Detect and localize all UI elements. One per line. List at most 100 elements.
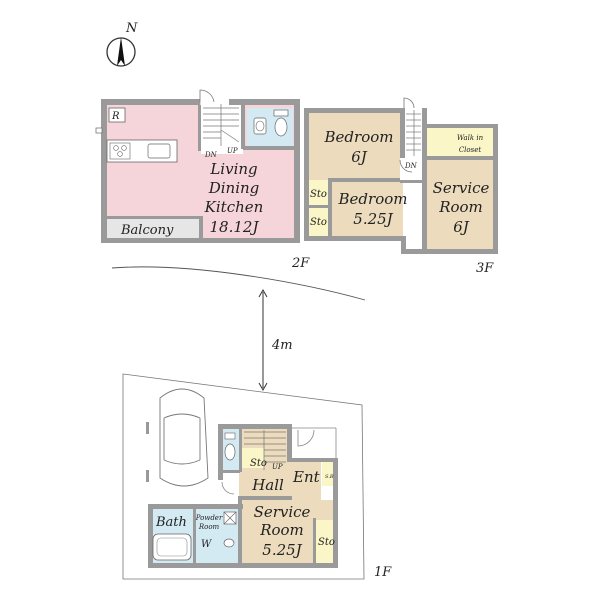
stair-1f: [244, 430, 286, 470]
refrigerator-icon: [108, 107, 126, 123]
walk-in-closet-line2: Closet: [459, 146, 482, 154]
wall: [400, 108, 405, 158]
toilet-1f-label: W: [201, 539, 212, 550]
arrow-up-icon: [258, 288, 268, 298]
walls-1f: [148, 424, 338, 568]
bathtub-icon: [152, 533, 192, 561]
stair-3f: [406, 110, 421, 156]
service-room-3f-line1: Service: [433, 179, 490, 197]
lot-boundary: [122, 373, 365, 580]
balcony-label: Balcony: [120, 223, 174, 238]
exterior-unit-icon: [95, 127, 103, 134]
service-room-1f-line1: Service: [254, 503, 311, 521]
floor-3f: DN Bedroom 6J Bedroom 5.25J Service Room…: [304, 97, 498, 276]
floor-1f-label: 1F: [374, 565, 392, 580]
floor-1f: Sto UP Hall Ent S.B Bath Powder Room W S…: [122, 373, 392, 580]
toilet-icon: [224, 443, 236, 461]
distance-indicator: 4m: [258, 288, 293, 392]
storage-stair-area: [242, 448, 264, 468]
storage-1f-area: [316, 520, 334, 564]
stair-up-label-2f: UP: [227, 147, 238, 155]
bedroom-b-size: 5.25J: [353, 210, 393, 228]
wall: [242, 496, 292, 500]
powder-room-line2: Room: [198, 523, 220, 531]
stair-2f-area: [201, 102, 243, 154]
wall: [307, 205, 329, 208]
wall: [104, 216, 201, 219]
stair-dn-label-2f: DN: [204, 151, 218, 159]
ldk-label-line2: Dining: [208, 179, 260, 197]
wall: [193, 508, 196, 564]
wall: [493, 124, 498, 254]
wall: [401, 249, 498, 254]
north-arrow-icon: [117, 37, 125, 66]
bedroom-b-area: [330, 180, 403, 237]
powder-room-line1: Powder: [195, 514, 223, 522]
wall: [401, 236, 406, 254]
storage-3f-a-label: Sto: [310, 189, 327, 200]
service-room-3f-line2: Room: [438, 198, 483, 216]
service-room-3f-size: 6J: [453, 218, 470, 236]
storage-3f-b-label: Sto: [310, 217, 327, 228]
washbasin-icon: [223, 538, 235, 548]
stair-dn-label-3f: DN: [404, 162, 418, 170]
wall: [427, 156, 495, 160]
washbasin-bowl-icon: [255, 120, 265, 132]
walk-in-closet-area: [426, 127, 494, 158]
wall: [199, 216, 203, 240]
washbasin-icon: [253, 117, 267, 135]
wall: [148, 504, 153, 568]
burner-icon: [121, 145, 127, 151]
toilet-tank-icon: [224, 432, 236, 440]
wall: [424, 124, 497, 128]
wall: [333, 458, 338, 568]
wall: [239, 428, 242, 472]
storage-stair-label: Sto: [250, 458, 267, 469]
balcony-area: [104, 219, 201, 239]
stove-icon: [109, 142, 131, 160]
toilet-tank-icon: [273, 109, 289, 117]
road-edge-line: [111, 266, 366, 301]
door-swing-2f: [199, 89, 215, 103]
door-swing-3f-hall: [399, 159, 413, 173]
wall: [222, 470, 240, 473]
kitchen-sink-icon: [147, 143, 171, 159]
shoe-box-label: S.B: [325, 474, 334, 480]
wall: [218, 424, 223, 480]
bedroom-b-name: Bedroom: [338, 190, 408, 208]
compass: N: [106, 21, 138, 67]
wall: [400, 180, 424, 183]
door-swing-hall: [221, 481, 235, 495]
bedroom-a-size: 6J: [351, 148, 368, 166]
service-room-1f-size: 5.25J: [262, 541, 302, 559]
wall: [328, 178, 332, 238]
wall: [148, 504, 243, 509]
wall: [238, 496, 242, 566]
floor-2f: DN UP R Living Dining Kitchen 18.12J Bal…: [95, 89, 310, 271]
storage-1f-label: Sto: [318, 537, 335, 548]
wall: [422, 108, 427, 254]
hall-label: Hall: [251, 476, 284, 494]
car-icon: [159, 388, 209, 487]
wall: [304, 108, 309, 240]
compass-north-label: N: [125, 21, 138, 36]
wall: [218, 424, 291, 429]
door-swing-3f: [403, 97, 415, 109]
shoe-box-area: [322, 462, 334, 486]
stair-2f: [203, 104, 240, 146]
wall: [198, 105, 201, 151]
bathtub-inner: [156, 537, 188, 557]
toilet-icon: [274, 117, 288, 137]
wall: [148, 563, 338, 568]
arrow-down-icon: [258, 382, 268, 392]
post-icon: [146, 470, 149, 482]
door-swing-entrance: [297, 429, 315, 447]
burner-icon: [117, 151, 123, 157]
wall: [294, 99, 300, 242]
wall: [229, 99, 300, 105]
burner-icon: [113, 145, 119, 151]
walls-2f: [101, 99, 300, 243]
bedroom-a-name: Bedroom: [324, 128, 394, 146]
wall: [304, 108, 404, 113]
